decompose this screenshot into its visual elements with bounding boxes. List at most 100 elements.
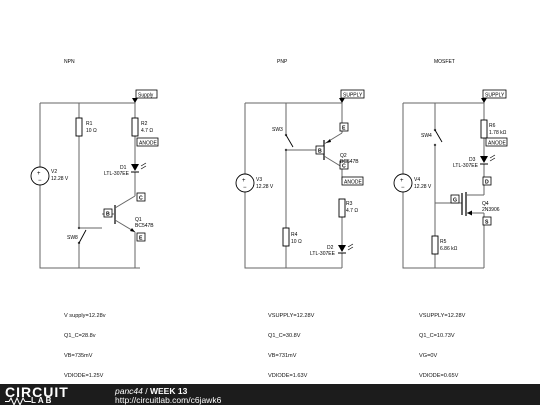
logo-bottom-text: LAB <box>31 396 54 405</box>
npn-note-line: VB=735mV <box>64 352 93 359</box>
v3-source: + − <box>235 173 255 193</box>
q1-value: BC547B <box>135 223 154 229</box>
pnp-e-label: E <box>339 122 349 132</box>
sw3-name: SW3 <box>272 127 283 133</box>
logo-resistor-icon <box>5 397 31 406</box>
pnp-title: PNP <box>277 59 288 65</box>
r6-value: 1.78 kΩ <box>489 130 507 136</box>
pnp-note-line: Q1_C=30.8V <box>268 332 301 339</box>
npn-c-label: C <box>136 192 146 202</box>
npn-circuit: NPN R1 10 Ω R2 4.7 Ω Supply ANODE D1 LTL… <box>30 59 159 269</box>
footer-week: WEEK 13 <box>149 386 188 396</box>
v3-name: V3 <box>256 177 262 183</box>
npn-note-line: V supply=12.28v <box>64 313 106 320</box>
mosfet-g-label: G <box>450 194 460 204</box>
svg-text:SUPPLY: SUPPLY <box>485 93 505 99</box>
v4-name: V4 <box>414 177 420 183</box>
d2-name: D2 <box>327 245 334 251</box>
v2-source: + − <box>30 166 50 186</box>
d1-value: LTL-307EE <box>104 171 130 177</box>
q1-name: Q1 <box>135 217 142 223</box>
svg-text:+: + <box>242 178 246 184</box>
mosfet-note-line: VDIODE=0.65V <box>419 372 459 379</box>
d1-led <box>131 162 147 173</box>
r5-resistor <box>431 235 439 255</box>
v2-value: 12.28 V <box>51 176 69 182</box>
v4-source: + − <box>393 173 413 193</box>
pnp-note-line: VB=731mV <box>268 352 297 359</box>
r5-value: 6.86 kΩ <box>440 246 458 252</box>
svg-text:D: D <box>485 180 489 186</box>
footer-title: panc44 / WEEK 13 <box>115 386 187 396</box>
r6-resistor <box>480 119 488 139</box>
mosfet-note-line: VG=0V <box>419 352 438 359</box>
svg-text:ANODE: ANODE <box>139 141 157 147</box>
pnp-circuit: PNP SUPPLY SW3 E B C Q2 BC547B <box>235 59 365 269</box>
npn-title: NPN <box>64 59 75 65</box>
footer-user[interactable]: panc44 <box>115 386 143 396</box>
svg-text:ANODE: ANODE <box>344 180 362 186</box>
r4-resistor <box>282 227 290 247</box>
npn-supply-label: Supply <box>132 89 158 103</box>
schematic-canvas: NPN R1 10 Ω R2 4.7 Ω Supply ANODE D1 LTL… <box>30 59 508 269</box>
pnp-c-label: C <box>339 160 349 170</box>
mosfet-title: MOSFET <box>434 59 455 65</box>
sw8-switch <box>77 226 87 245</box>
r3-resistor <box>338 198 346 218</box>
svg-text:B: B <box>106 212 110 218</box>
r3-name: R3 <box>346 201 353 207</box>
r2-value: 4.7 Ω <box>141 128 153 134</box>
q4-value: 2N3906 <box>482 207 500 213</box>
svg-text:E: E <box>342 126 346 132</box>
svg-text:G: G <box>453 198 457 204</box>
q4-mosfet <box>461 186 485 228</box>
npn-note-line: VDIODE=1.25V <box>64 372 104 379</box>
svg-text:SUPPLY: SUPPLY <box>343 93 363 99</box>
mosfet-note-line: VSUPPLY=12.28V <box>419 313 466 320</box>
r5-name: R5 <box>440 239 447 245</box>
r6-name: R6 <box>489 123 496 129</box>
sw4-name: SW4 <box>421 133 432 139</box>
r3-value: 4.7 Ω <box>346 208 358 214</box>
sw4-switch <box>433 128 443 147</box>
r1-resistor <box>75 117 83 137</box>
svg-text:ANODE: ANODE <box>488 141 506 147</box>
mosfet-anode-label: ANODE <box>485 137 508 147</box>
pnp-note-line: VDIODE=1.63V <box>268 372 308 379</box>
svg-text:−: − <box>243 185 247 191</box>
mosfet-circuit: MOSFET SUPPLY SW4 R6 1.78 kΩ ANODE <box>393 59 508 269</box>
svg-text:Supply: Supply <box>138 93 154 99</box>
r2-resistor <box>131 117 139 137</box>
d3-value: LTL-307EE <box>453 163 479 169</box>
npn-note-line: Q1_C=28.8v <box>64 332 96 339</box>
d1-name: D1 <box>120 165 127 171</box>
svg-text:E: E <box>139 236 143 242</box>
svg-text:S: S <box>485 220 489 226</box>
v2-name: V2 <box>51 169 57 175</box>
svg-text:B: B <box>318 149 322 155</box>
footer-bar: CIRCUIT LAB panc44 / WEEK 13 http://circ… <box>0 384 540 406</box>
circuitlab-logo[interactable]: CIRCUIT LAB <box>5 385 91 406</box>
footer-url-link[interactable]: http://circuitlab.com/c6jawk6 <box>115 395 222 405</box>
pnp-note-line: VSUPPLY=12.28V <box>268 313 315 320</box>
sw3-switch <box>284 133 294 152</box>
mosfet-supply-label: SUPPLY <box>481 89 507 103</box>
r4-name: R4 <box>291 232 298 238</box>
v3-value: 12.28 V <box>256 184 274 190</box>
r1-name: R1 <box>86 121 93 127</box>
d2-value: LTL-307EE <box>310 251 336 257</box>
sw8-name: SW8 <box>67 235 78 241</box>
q4-name: Q4 <box>482 201 489 207</box>
d3-led <box>480 154 496 165</box>
r2-name: R2 <box>141 121 148 127</box>
v4-value: 12.28 V <box>414 184 432 190</box>
footer-separator: / <box>142 386 150 396</box>
d3-name: D3 <box>469 157 476 163</box>
mosfet-note-line: Q1_C=10.73V <box>419 332 455 339</box>
svg-text:C: C <box>139 196 143 202</box>
svg-text:+: + <box>37 171 41 177</box>
npn-e-label: E <box>136 232 146 242</box>
pnp-b-label: B <box>315 145 325 155</box>
npn-b-label: B <box>103 208 113 218</box>
npn-notes: V supply=12.28v Q1_C=28.8v VB=735mV VDIO… <box>64 300 106 386</box>
